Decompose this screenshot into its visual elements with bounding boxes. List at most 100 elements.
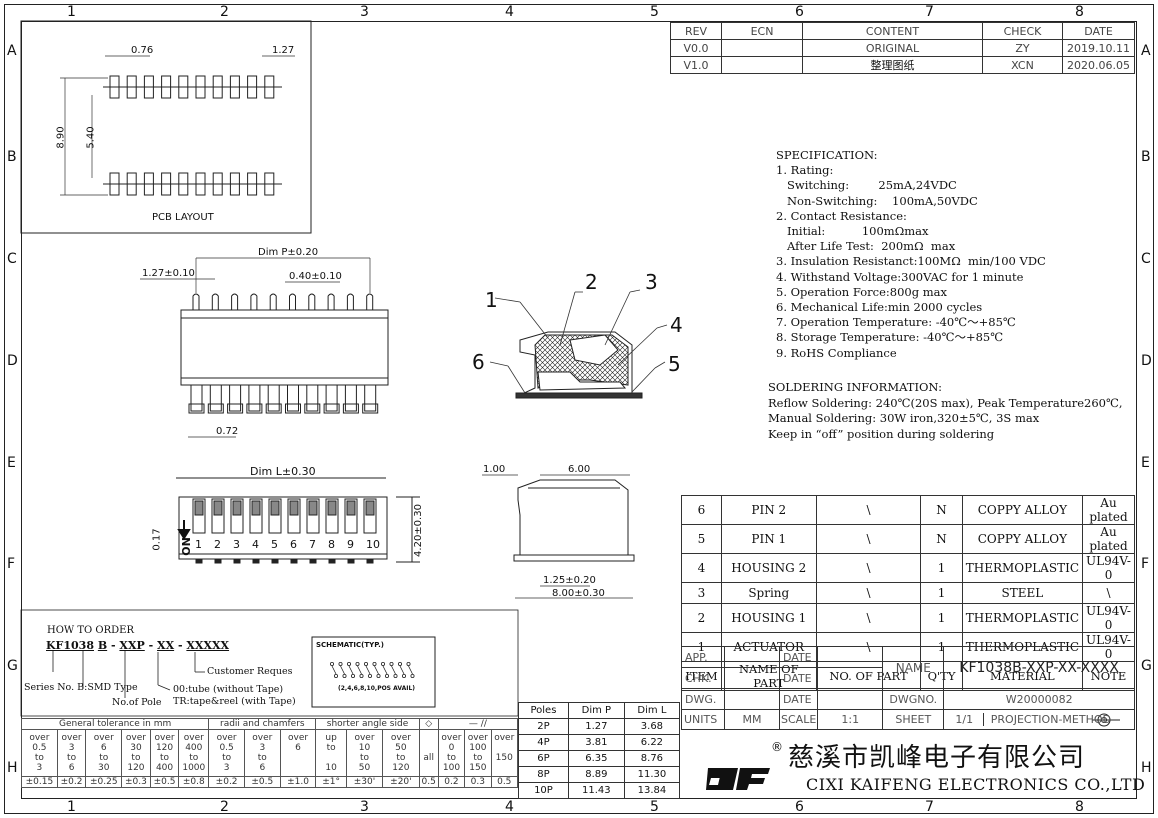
pin-width-label: 0.40±0.10 — [289, 271, 342, 282]
switch-number: 5 — [271, 538, 278, 551]
zone-row-label: H — [1141, 760, 1152, 776]
schematic-caption: (2,4,6,8,10,POS AVAIL) — [338, 685, 416, 692]
soldering-text: SOLDERING INFORMATION: Reflow Soldering:… — [768, 380, 1123, 441]
schematic-switch — [382, 665, 388, 675]
dwgno-label: DWGNO. — [882, 688, 945, 710]
switch-slot — [344, 498, 358, 534]
sheet-label: SHEET — [882, 709, 945, 730]
on-label: ON — [179, 537, 193, 556]
side-view-dims — [482, 474, 633, 599]
callout-1: 1 — [485, 288, 498, 312]
schematic-contact — [376, 674, 381, 679]
date-label: DATE — [778, 646, 819, 668]
tol-radii: radii and chamfers — [208, 718, 317, 730]
tol-value: ±0.5 — [149, 776, 180, 788]
inner-border — [21, 21, 1137, 799]
pcb-inner-dim: 5.40 — [85, 126, 97, 149]
order-code: KF1038 B - XXP - XX - XXXXX — [46, 639, 229, 652]
order-pack-tube: 00:tube (without Tape) — [173, 684, 284, 695]
top-pin-upper — [346, 293, 354, 310]
switch-actuator — [213, 500, 223, 516]
pcb-height-dim: 8.90 — [55, 126, 67, 149]
poles-header: Dim L — [623, 702, 681, 719]
top-pin-lower — [325, 384, 338, 412]
tol-range: over 150 — [490, 729, 519, 777]
schematic-contact — [380, 662, 385, 667]
top-pin-upper — [192, 293, 200, 310]
code-customer: XXXXX — [186, 639, 230, 652]
lead-label: 0.72 — [216, 426, 239, 437]
top-pin-upper — [289, 293, 296, 310]
units-label: UNITS — [681, 709, 725, 730]
switch-actuator — [270, 500, 280, 516]
schematic-contact — [384, 674, 389, 679]
order-series: Series No. B:SMD Type — [24, 682, 138, 693]
chk-label: CHK. — [681, 667, 725, 689]
order-poles: No.of Pole — [112, 697, 162, 708]
bom-cell: 1 — [920, 553, 963, 583]
units-value: MM — [724, 709, 780, 730]
side-dim-b: 6.00 — [568, 464, 591, 475]
schematic-contact — [393, 674, 398, 679]
switch-slot — [306, 498, 320, 534]
schematic-switch — [331, 665, 337, 675]
bom-cell: UL94V-0 — [1082, 553, 1135, 583]
dwgno-value: W20000082 — [943, 688, 1135, 710]
switch-lead — [271, 558, 279, 564]
zone-col-label: 5 — [650, 4, 659, 20]
zone-col-label: 3 — [360, 799, 369, 815]
zone-col-label: 7 — [925, 4, 934, 20]
zone-row-label: B — [1141, 149, 1151, 165]
switch-number: 2 — [214, 538, 221, 551]
scale-value: 1:1 — [817, 709, 884, 730]
top-pin-upper — [327, 293, 335, 310]
top-pin-lower — [190, 384, 203, 412]
poles-cell: 3.81 — [567, 734, 625, 751]
zone-row-label: C — [1141, 251, 1151, 267]
zone-col-label: 1 — [67, 4, 76, 20]
top-pin-lower — [344, 384, 357, 412]
switch-actuator — [346, 500, 356, 516]
tol-value: 0.5 — [418, 776, 439, 788]
poles-cell: 13.84 — [623, 782, 681, 799]
switch-actuator — [232, 500, 242, 516]
side-dim-a: 1.00 — [483, 464, 506, 475]
schematic-switches — [329, 662, 415, 679]
zone-col-label: 4 — [505, 4, 514, 20]
bom-cell: Au plated — [1082, 495, 1135, 525]
company-name-cn: 慈溪市凯峰电子有限公司 — [788, 743, 1086, 773]
projection-label: PROJECTION-METHOD — [990, 713, 1111, 726]
bom-cell: \ — [815, 553, 922, 583]
check-header: CHECK — [982, 22, 1063, 40]
switch-slot — [249, 498, 263, 534]
switch-number: 6 — [290, 538, 297, 551]
schematic-contact — [333, 674, 338, 679]
tol-value: ±20' — [382, 776, 420, 788]
content-cell: 整理图纸 — [802, 56, 983, 74]
top-pin-lower — [248, 384, 261, 412]
registered-mark: ® — [771, 740, 783, 754]
top-pin-upper — [250, 293, 258, 310]
pcb-dimensions — [60, 55, 295, 196]
tol-range: all — [418, 729, 439, 777]
app-label: APP. — [681, 646, 725, 668]
bom-cell: 1 — [920, 603, 963, 633]
date-cell: 2019.10.11 — [1062, 39, 1135, 57]
schematic-contact — [350, 674, 355, 679]
tol-value: 0.2 — [437, 776, 466, 788]
switch-lead — [252, 558, 260, 564]
ecn-header: ECN — [721, 22, 803, 40]
pcb-layout-title: PCB LAYOUT — [152, 212, 214, 223]
schematic-switch — [374, 665, 379, 675]
bom-cell: UL94V-0 — [1082, 603, 1135, 633]
